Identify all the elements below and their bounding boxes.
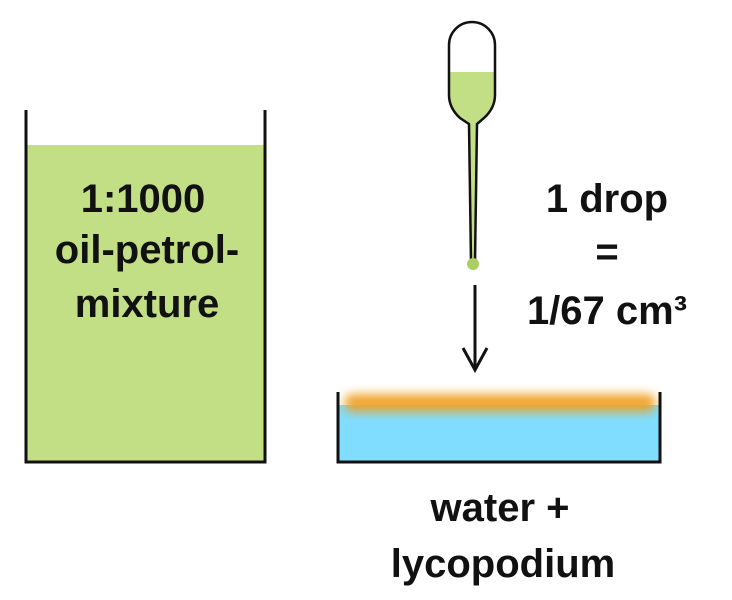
tray-label-line1: water + [430,486,570,530]
beaker-liquid [26,145,265,461]
drop-label-line3: 1/67 cm³ [527,289,687,333]
down-arrow-icon [461,285,489,374]
beaker: 1:1000 oil-petrol- mixture [24,110,267,464]
drop-volume-label: 1 drop = 1/67 cm³ [527,177,687,333]
lycopodium-layer [344,394,656,412]
beaker-label-line3: mixture [75,282,220,326]
beaker-label-line2: oil-petrol- [55,228,239,272]
drop [467,258,479,270]
drop-label-line2: = [595,230,618,274]
drop-label-line1: 1 drop [546,177,668,221]
pipette-outline [447,20,497,264]
beaker-outline [24,110,267,464]
tray-outline [336,392,662,464]
tray: water + lycopodium [336,392,662,586]
pipette [447,20,497,270]
tray-water [338,405,660,462]
beaker-label-line1: 1:1000 [81,177,206,221]
pipette-liquid [449,72,495,262]
tray-label-line2: lycopodium [391,542,615,586]
